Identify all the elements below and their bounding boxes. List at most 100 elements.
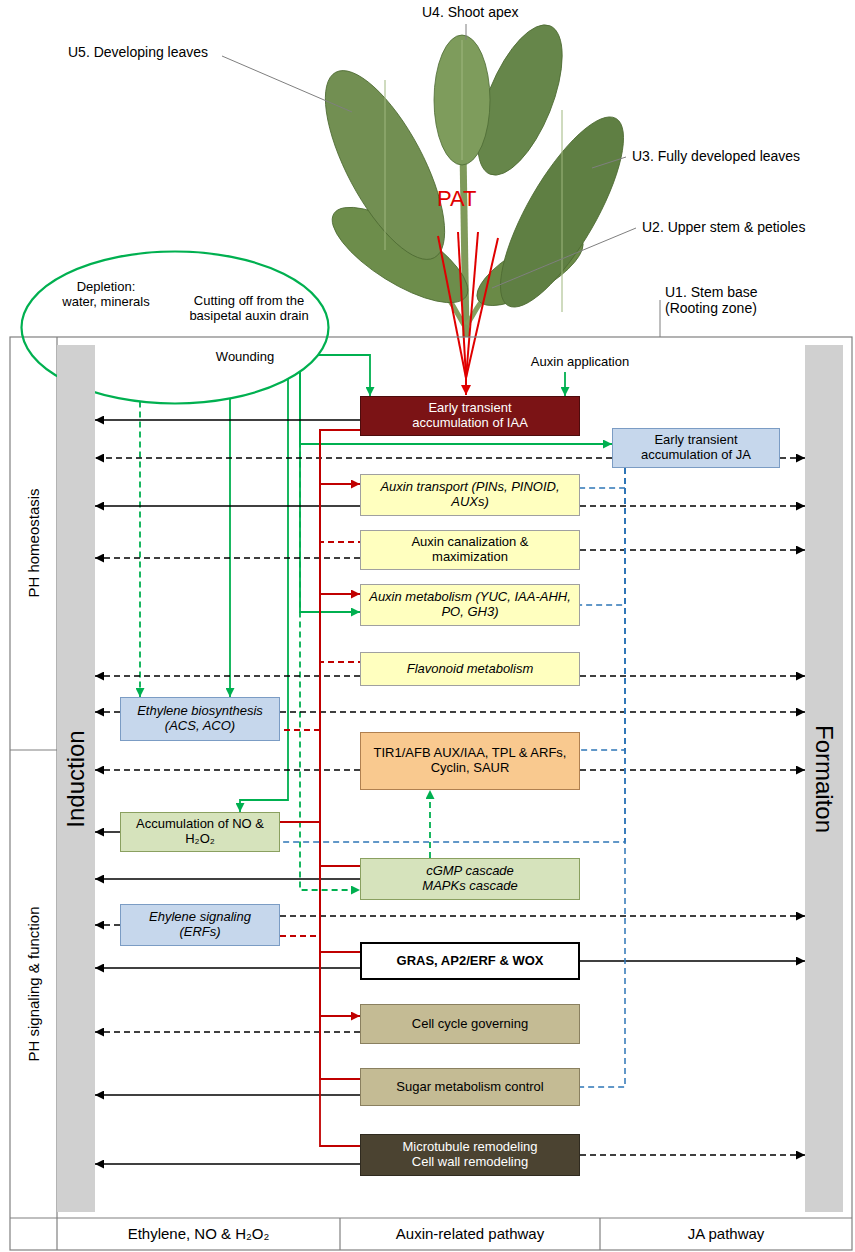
- node-text: Flavonoid metabolism: [407, 662, 533, 677]
- phase-bar: Formaiton: [805, 345, 843, 1212]
- connector: [429, 790, 431, 858]
- connector: [580, 1154, 805, 1156]
- connector: [320, 430, 360, 1146]
- node-text: Accumulation of NO & H₂O₂: [128, 817, 272, 847]
- process-box: TIR1/AFB AUX/IAA, TPL & ARFs, Cyclin, SA…: [360, 732, 580, 790]
- connector: [320, 430, 360, 1016]
- node-text: Auxin metabolism (YUC, IAA-AHH, PO, GH3): [368, 590, 572, 620]
- column-header: Ethylene, NO & H₂O₂: [128, 1225, 270, 1242]
- node-text: cGMP cascade MAPKs cascade: [410, 864, 530, 894]
- pat-line: [458, 232, 466, 378]
- node-text: Ehylene signaling (ERFs): [128, 910, 272, 940]
- frame-divider: [10, 1217, 852, 1218]
- process-box: Ethylene biosynthesis (ACS, ACO): [120, 697, 280, 741]
- node-text: TIR1/AFB AUX/IAA, TPL & ARFs, Cyclin, SA…: [368, 746, 572, 776]
- connector: [300, 372, 360, 612]
- column-header: JA pathway: [688, 1225, 765, 1242]
- process-box: Sugar metabolism control: [360, 1068, 580, 1106]
- phase-label: Induction: [62, 730, 90, 827]
- connectors: [95, 355, 805, 1164]
- leader-lines: [222, 24, 660, 337]
- connector: [139, 401, 141, 697]
- connector: [229, 398, 231, 697]
- node-text: GRAS, AP2/ERF & WOX: [397, 954, 544, 969]
- leaf-vein: [385, 40, 562, 312]
- row-header: PH signaling & function: [25, 906, 42, 1061]
- part-label: U4. Shoot apex: [422, 4, 519, 20]
- connector: [580, 505, 805, 507]
- connector: [564, 372, 566, 396]
- node-text: Sugar metabolism control: [396, 1080, 543, 1095]
- connector: [580, 769, 805, 771]
- leader-line: [660, 300, 661, 337]
- process-box: cGMP cascade MAPKs cascade: [360, 858, 580, 900]
- connector: [320, 430, 360, 1079]
- frame: [10, 337, 852, 1250]
- process-box: Early transient accumulation of IAA: [360, 396, 580, 436]
- pat-line: [465, 378, 467, 395]
- node-text: Cell cycle governing: [412, 1017, 528, 1032]
- stem: [463, 150, 466, 337]
- connector: [240, 379, 288, 812]
- phase-bar: Induction: [57, 345, 95, 1212]
- stimulus-text: Auxin application: [515, 352, 645, 372]
- node-text: Ethylene biosynthesis (ACS, ACO): [128, 704, 272, 734]
- connector: [580, 675, 805, 677]
- node-text: Auxin canalization & maximization: [405, 535, 535, 565]
- node-text: Early transient accumulation of IAA: [405, 401, 535, 431]
- frame-border: [10, 337, 852, 1250]
- connector: [280, 468, 625, 842]
- connector: [280, 915, 805, 917]
- part-label: U1. Stem base (Rooting zone): [665, 284, 783, 316]
- process-box: Cell cycle governing: [360, 1004, 580, 1044]
- connector: [580, 960, 805, 962]
- frame-divider: [339, 1218, 340, 1250]
- connector: [300, 372, 612, 444]
- row-header: PH homeostasis: [25, 488, 42, 597]
- connector: [95, 457, 612, 459]
- node-text: Auxin transport (PINs, PINOID, AUXs): [368, 480, 572, 510]
- connector: [580, 549, 805, 551]
- part-label: U2. Upper stem & petioles: [642, 219, 805, 235]
- connector: [580, 468, 625, 605]
- connector: [780, 457, 805, 459]
- leader-line: [592, 157, 626, 168]
- process-box: Microtubule remodeling Cell wall remodel…: [360, 1134, 580, 1176]
- pat-line: [466, 238, 498, 378]
- phase-label: Formaiton: [810, 724, 838, 832]
- process-box: Flavonoid metabolism: [360, 652, 580, 686]
- leader-line: [492, 228, 636, 288]
- process-box: Accumulation of NO & H₂O₂: [120, 812, 280, 852]
- column-header: Auxin-related pathway: [396, 1225, 544, 1242]
- process-box: Auxin metabolism (YUC, IAA-AHH, PO, GH3): [360, 584, 580, 626]
- node-text: Depletion: water, minerals: [60, 280, 152, 310]
- connector: [320, 430, 360, 484]
- connector: [300, 372, 360, 890]
- process-box: GRAS, AP2/ERF & WOX: [360, 942, 580, 980]
- part-label: U5. Developing leaves: [68, 44, 208, 60]
- connector: [95, 924, 120, 926]
- connector: [320, 430, 360, 542]
- connector: [280, 711, 805, 713]
- connector: [320, 430, 360, 662]
- connector: [95, 419, 360, 421]
- leader-line: [222, 56, 352, 112]
- connector: [580, 468, 625, 1087]
- connector: [95, 711, 120, 713]
- node-text: Auxin application: [531, 355, 629, 370]
- pat-arrows: [438, 232, 498, 395]
- leader-line: [466, 24, 467, 40]
- process-box: Early transient accumulation of JA: [612, 428, 780, 468]
- process-box: Auxin canalization & maximization: [360, 530, 580, 570]
- node-text: Early transient accumulation of JA: [620, 433, 772, 463]
- node-text: Microtubule remodeling Cell wall remodel…: [393, 1140, 548, 1170]
- connector: [95, 1163, 360, 1165]
- frame-divider: [10, 749, 57, 750]
- node-text: Wounding: [205, 350, 285, 365]
- transport-label: PAT: [437, 186, 477, 211]
- process-box: Auxin transport (PINs, PINOID, AUXs): [360, 474, 580, 516]
- process-box: Ehylene signaling (ERFs): [120, 904, 280, 946]
